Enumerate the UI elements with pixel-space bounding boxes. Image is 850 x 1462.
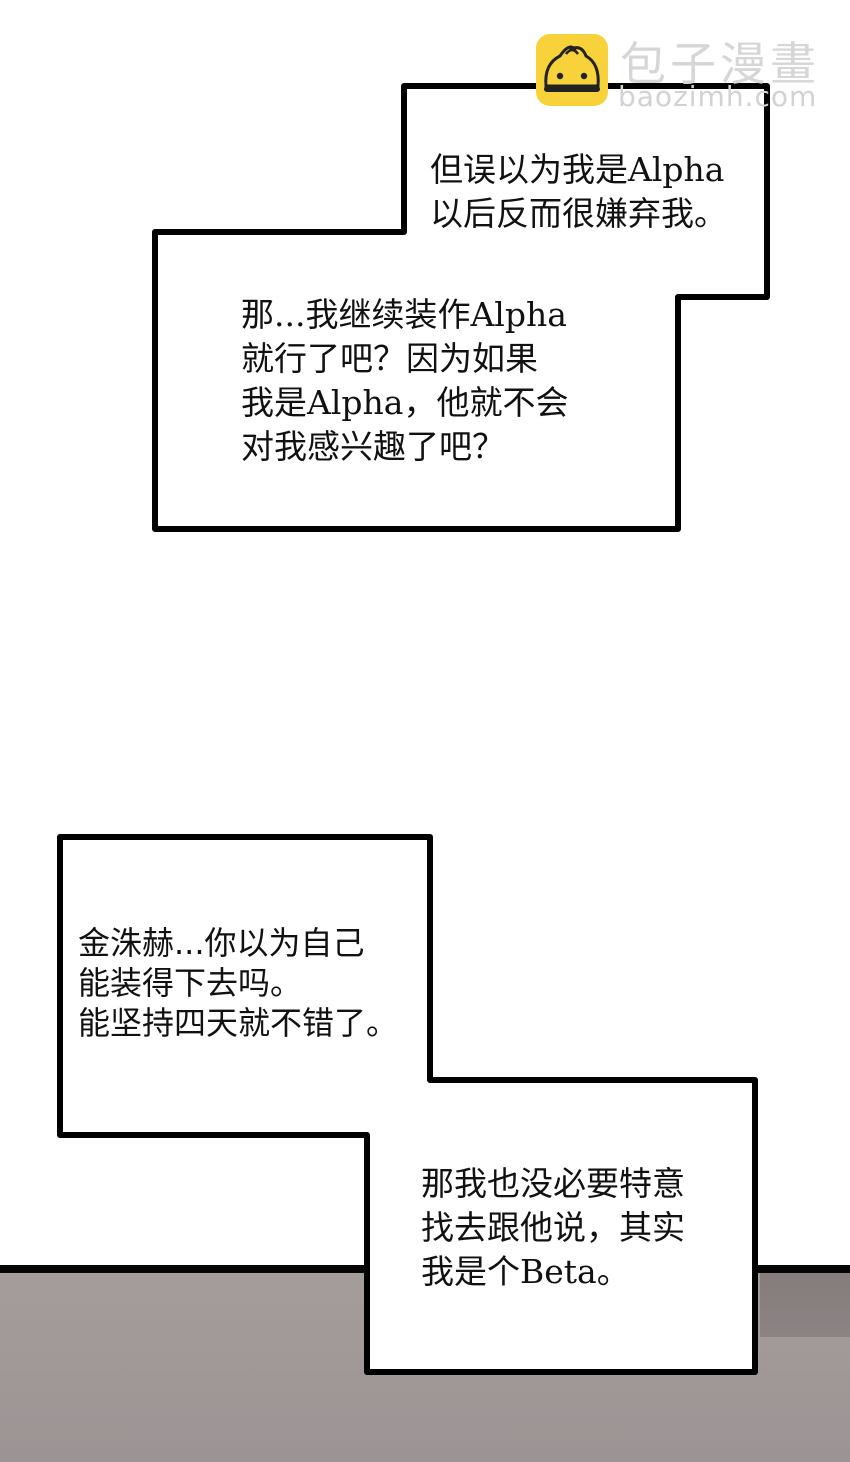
speech-bubble-top-group bbox=[152, 83, 770, 532]
speech-bubble-3-text: 金洙赫...你以为自己 能装得下去吗。 能坚持四天就不错了。 bbox=[78, 923, 398, 1043]
speech-bubble-bottom-group bbox=[57, 834, 758, 1375]
watermark-title: 包子漫畫 bbox=[620, 37, 820, 91]
speech-bubble-1-text: 但误以为我是Alpha 以后反而很嫌弃我。 bbox=[430, 148, 727, 236]
text-line: 金洙赫...你以为自己 bbox=[78, 924, 365, 962]
speech-bubble-4-text: 那我也没必要特意 找去跟他说，其实 我是个Beta。 bbox=[421, 1162, 685, 1294]
text-line: 我是个Beta。 bbox=[421, 1252, 630, 1291]
watermark: 包子漫畫 baozimh.com bbox=[536, 34, 826, 114]
text-line: 但误以为我是Alpha bbox=[430, 150, 725, 189]
watermark-url: baozimh.com bbox=[618, 80, 818, 113]
steamed-bun-icon bbox=[536, 34, 608, 106]
text-line: 能坚持四天就不错了。 bbox=[78, 1004, 399, 1042]
text-line: 对我感兴趣了吧？ bbox=[241, 427, 505, 466]
text-line: 就行了吧？因为如果 bbox=[241, 339, 538, 378]
text-line: 找去跟他说，其实 bbox=[421, 1208, 685, 1247]
floor-shadow bbox=[760, 1273, 850, 1337]
text-line: 那我也没必要特意 bbox=[421, 1164, 685, 1203]
text-line: 以后反而很嫌弃我。 bbox=[430, 194, 727, 233]
text-line: 能装得下去吗。 bbox=[78, 964, 303, 1002]
text-line: 那...我继续装作Alpha bbox=[241, 295, 567, 334]
text-line: 我是Alpha，他就不会 bbox=[241, 383, 569, 422]
speech-bubble-2-text: 那...我继续装作Alpha 就行了吧？因为如果 我是Alpha，他就不会 对我… bbox=[241, 293, 568, 469]
